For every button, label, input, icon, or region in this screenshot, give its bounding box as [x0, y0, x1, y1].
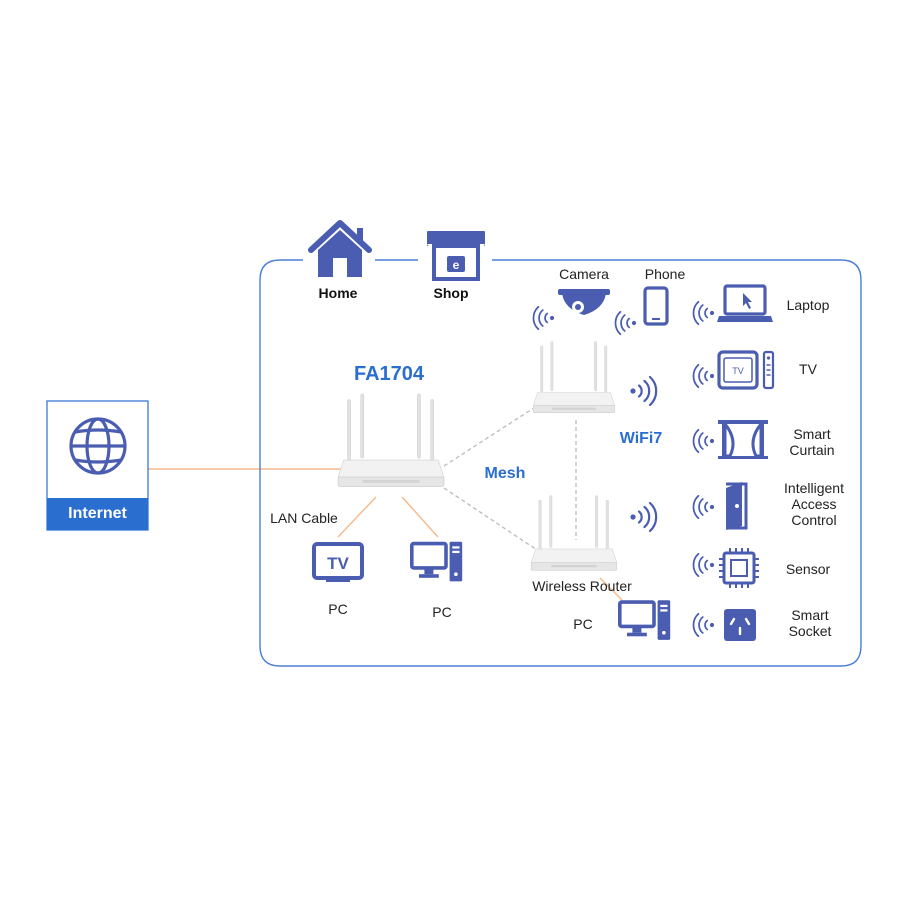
internet-box — [46, 400, 149, 531]
curtain-label-line-2: Curtain — [789, 442, 835, 458]
svg-text:TV: TV — [327, 554, 349, 573]
phone-label: Phone — [644, 266, 686, 282]
router-pc-icon — [618, 598, 672, 642]
socket-label-line-2: Socket — [788, 623, 832, 639]
wave-phone-icon — [614, 311, 637, 335]
wireless-router-label: Wireless Router — [532, 578, 632, 594]
wave-lower-router-icon — [629, 502, 658, 532]
door-label-line-1: Intelligent — [784, 480, 844, 496]
laptop-icon — [717, 284, 773, 322]
mesh-link-lower — [443, 487, 541, 553]
smart-device-curtain-label: Smart Curtain — [770, 426, 854, 458]
socket-icon — [724, 609, 756, 641]
home-label: Home — [318, 285, 358, 301]
curtain-icon — [718, 419, 768, 459]
svg-text:e: e — [453, 258, 460, 272]
lan-cable-tv — [337, 496, 377, 538]
smart-device-tv-label: TV — [770, 361, 846, 377]
smart-device-socket-label: Smart Socket — [770, 607, 850, 639]
sensor-label-line: Sensor — [785, 561, 831, 577]
main-router-icon — [337, 393, 445, 488]
wave-tv-icon — [692, 364, 715, 388]
door-icon — [726, 482, 748, 530]
svg-text:TV: TV — [732, 366, 744, 376]
shop-icon: e — [427, 231, 485, 281]
camera-icon — [558, 289, 610, 315]
lan-cable-pc — [401, 496, 439, 538]
phone-icon — [643, 286, 669, 326]
router-pc-cable — [599, 577, 623, 601]
wireless-router-icon — [530, 495, 618, 571]
internet-label: Internet — [68, 505, 127, 522]
globe-icon — [69, 417, 127, 475]
mesh-label: Mesh — [484, 465, 526, 482]
lan-tv-label: PC — [328, 601, 348, 617]
door-label-line-3: Control — [791, 512, 837, 528]
wave-upper-router-icon — [629, 376, 658, 406]
smart-device-door-label: Intelligent Access Control — [770, 480, 858, 528]
house-icon — [308, 220, 372, 277]
tv-icon: TV — [312, 542, 364, 582]
tv-remote-icon: TV — [717, 350, 775, 390]
camera-label: Camera — [559, 266, 609, 282]
tv-label-line: TV — [799, 361, 817, 377]
desktop-pc-icon — [410, 540, 464, 584]
wave-sensor-icon — [692, 553, 715, 577]
wave-door-icon — [692, 495, 715, 519]
door-label-line-2: Access — [791, 496, 837, 512]
wave-curtain-icon — [692, 429, 715, 453]
socket-label-line-1: Smart — [791, 607, 829, 623]
lan-pc-label: PC — [432, 604, 452, 620]
mesh-link-upper — [443, 403, 541, 467]
wave-camera-icon — [532, 306, 555, 330]
smart-device-sensor-label: Sensor — [770, 561, 846, 577]
laptop-label-line: Laptop — [786, 297, 830, 313]
router-pc-label: PC — [573, 616, 593, 632]
wave-socket-icon — [692, 613, 715, 637]
network-frame — [259, 259, 862, 667]
connection-lines — [148, 403, 623, 601]
main-router-label: FA1704 — [353, 363, 425, 385]
curtain-label-line-1: Smart — [793, 426, 831, 442]
wifi-label: WiFi7 — [619, 430, 663, 447]
lan-cable-label: LAN Cable — [270, 510, 338, 526]
mesh-router-upper-icon — [532, 341, 616, 414]
chip-icon — [719, 548, 759, 588]
shop-label: Shop — [433, 285, 469, 301]
smart-device-laptop-label: Laptop — [770, 297, 846, 313]
wave-laptop-icon — [692, 301, 715, 325]
